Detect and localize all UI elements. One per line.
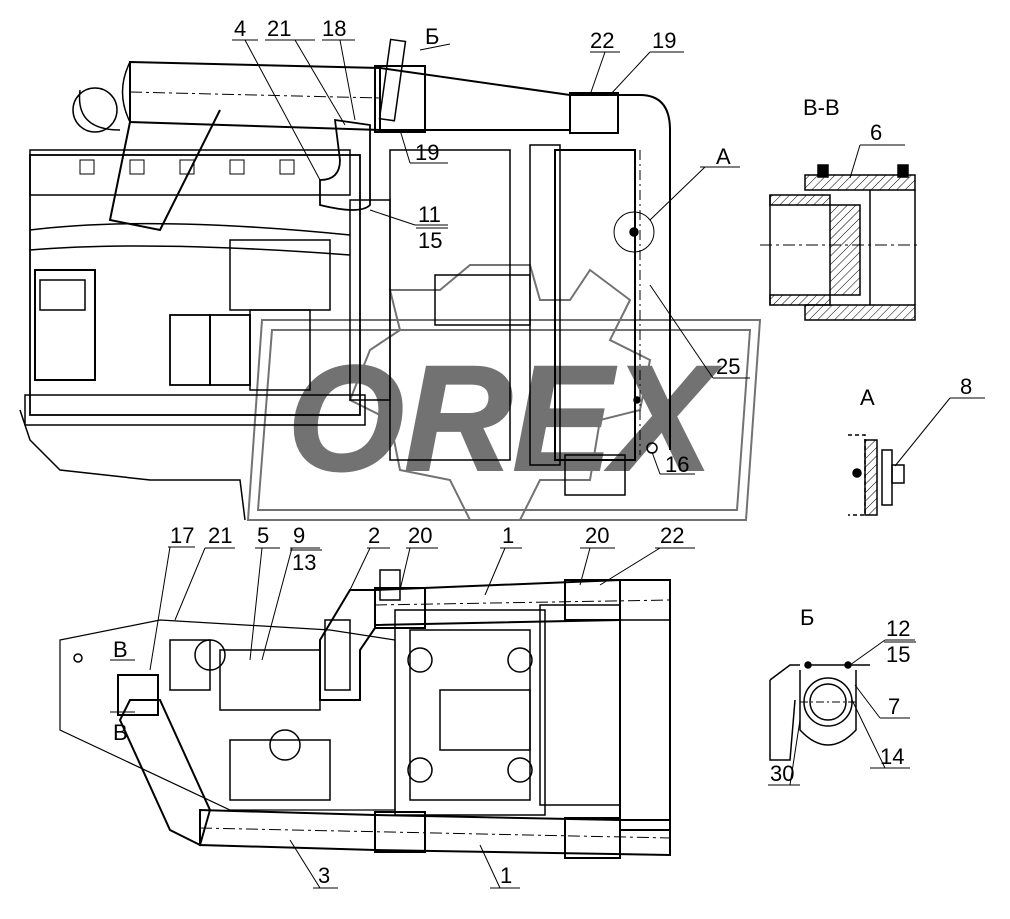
label-12: 12 — [886, 616, 910, 641]
section-title-a: А — [860, 385, 875, 410]
section-vv — [760, 144, 920, 321]
label-20-right: 20 — [585, 523, 609, 548]
callout-labels: 4 21 18 Б 22 19 19 11 15 А 25 16 17 21 5… — [113, 16, 972, 888]
label-22-bot: 22 — [660, 523, 684, 548]
label-21-top: 21 — [267, 16, 291, 41]
label-15-bot: 15 — [886, 642, 910, 667]
label-13: 13 — [292, 550, 316, 575]
label-1-top: 1 — [502, 523, 514, 548]
section-title-vv: В-В — [803, 95, 840, 120]
detail-a — [848, 397, 985, 516]
label-b-arrow: Б — [425, 24, 439, 49]
bottom-view — [59, 569, 671, 859]
label-17: 17 — [170, 523, 194, 548]
label-25: 25 — [716, 354, 740, 379]
label-4: 4 — [234, 16, 246, 41]
label-5: 5 — [257, 523, 269, 548]
label-3: 3 — [318, 863, 330, 888]
label-20-left: 20 — [408, 523, 432, 548]
detail-b — [768, 639, 915, 786]
label-a-top: А — [716, 144, 731, 169]
section-titles: В-В А Б — [800, 95, 875, 630]
label-v-lower: В — [113, 720, 128, 745]
label-15-top: 15 — [418, 228, 442, 253]
section-title-b: Б — [800, 605, 814, 630]
label-19-mid: 19 — [415, 140, 439, 165]
top-leaders — [232, 39, 750, 475]
label-30: 30 — [770, 761, 794, 786]
label-7: 7 — [888, 694, 900, 719]
label-11: 11 — [418, 202, 441, 227]
watermark: OREX — [246, 264, 762, 521]
top-view — [19, 38, 671, 521]
label-9: 9 — [293, 523, 305, 548]
label-2: 2 — [368, 523, 380, 548]
watermark-text: OREX — [287, 334, 720, 502]
label-19-top: 19 — [652, 28, 676, 53]
label-6: 6 — [870, 120, 882, 145]
label-1-bot: 1 — [500, 863, 512, 888]
label-22-top: 22 — [590, 28, 614, 53]
label-16: 16 — [665, 452, 689, 477]
bottom-leaders — [110, 546, 695, 889]
label-18: 18 — [322, 16, 346, 41]
label-21-bot: 21 — [208, 523, 232, 548]
label-8: 8 — [960, 374, 972, 399]
label-underlines — [290, 227, 916, 643]
label-14: 14 — [880, 744, 904, 769]
label-v-upper: В — [113, 637, 128, 662]
